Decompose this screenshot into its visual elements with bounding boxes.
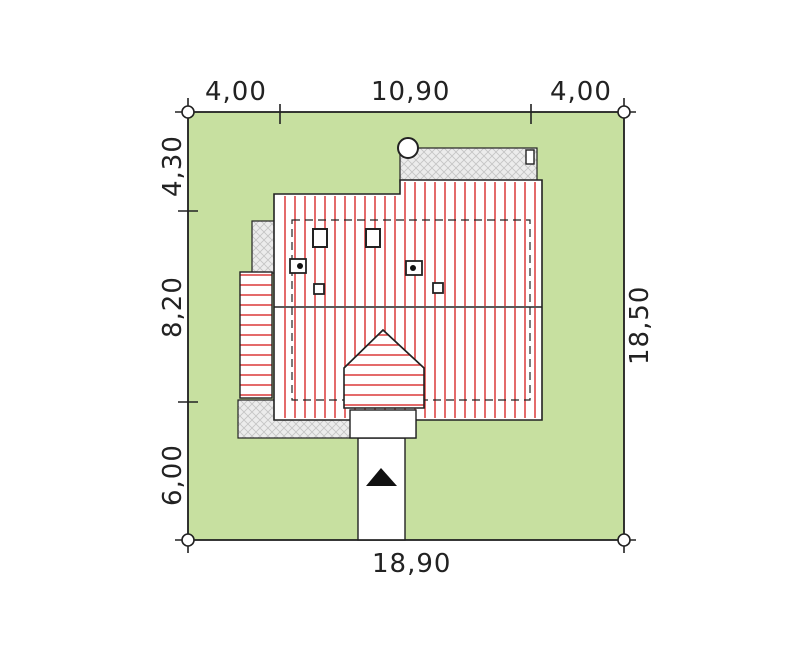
side-bay-roof xyxy=(239,271,273,399)
vent xyxy=(432,282,444,294)
wall-outline-dashed xyxy=(291,219,531,401)
corner-node xyxy=(617,105,631,119)
rear-terrace xyxy=(399,147,538,183)
dim-left-middle: 8,20 xyxy=(158,276,188,338)
skylight xyxy=(312,228,328,248)
chimney-flue xyxy=(297,263,303,269)
roof-upper-slope xyxy=(276,182,540,306)
terrace-lamp xyxy=(525,149,535,165)
dim-right: 18,50 xyxy=(625,286,655,365)
dim-left-bottom: 6,00 xyxy=(158,444,188,506)
vent xyxy=(313,283,325,295)
well-icon xyxy=(397,137,419,159)
porch-base xyxy=(349,409,417,439)
driveway xyxy=(357,437,406,541)
dim-bottom: 18,90 xyxy=(372,549,451,579)
skylight xyxy=(365,228,381,248)
dim-top-middle: 10,90 xyxy=(371,77,450,107)
corner-node xyxy=(617,533,631,547)
chimney-flue xyxy=(410,265,416,271)
triangle-up-icon xyxy=(366,468,397,486)
porch-roof-hip-right xyxy=(382,329,425,369)
dim-top-right: 4,00 xyxy=(550,77,612,107)
side-terrace xyxy=(251,220,277,274)
dim-left-top: 4,30 xyxy=(158,135,188,197)
dim-top-left: 4,00 xyxy=(205,77,267,107)
porch-roof-hip-left xyxy=(343,329,384,369)
corner-node xyxy=(181,105,195,119)
corner-node xyxy=(181,533,195,547)
